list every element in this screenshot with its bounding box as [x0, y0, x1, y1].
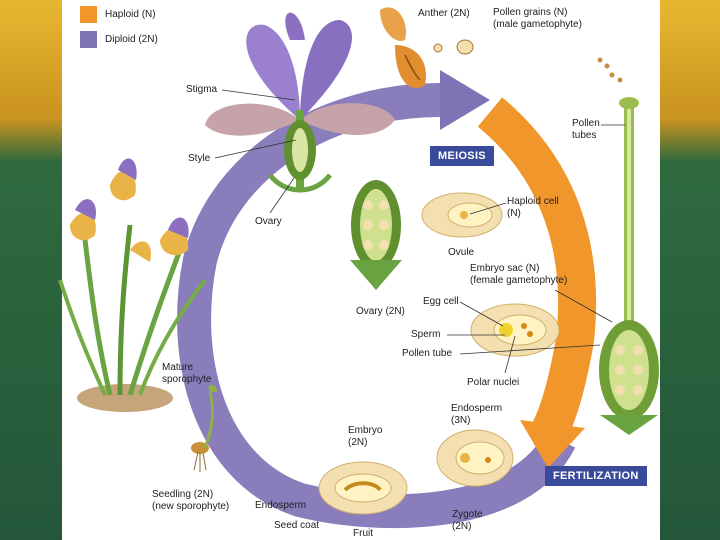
diploid-arrow-head	[440, 70, 490, 130]
label-pollen-tube: Pollen tube	[402, 348, 453, 359]
legend-haploid-label: Haploid (N)	[105, 9, 156, 20]
label-seedling-line2: (new sporophyte)	[152, 501, 230, 512]
label-ovary: Ovary	[255, 216, 282, 227]
label-pollen-tubes-line2: tubes	[572, 130, 597, 141]
label-ovary-2n: Ovary (2N)	[356, 306, 405, 317]
haploid-cycle-arrow	[477, 97, 597, 439]
label-sperm: Sperm	[411, 329, 441, 340]
diploid-swatch	[80, 31, 97, 48]
label-seedling-line1: Seedling (2N)	[152, 489, 214, 500]
label-polar-nuclei: Polar nuclei	[467, 377, 520, 388]
label-embryo-line2: (2N)	[348, 437, 368, 448]
label-seed-coat: Seed coat	[274, 520, 320, 531]
ovule-illustration	[421, 192, 503, 238]
label-haploid-cell-line1: Haploid cell	[507, 196, 559, 207]
fruit-seed-illustration	[318, 461, 408, 515]
label-mature-sporophyte-line1: Mature	[162, 362, 194, 373]
anther-illustration	[380, 7, 623, 89]
label-embryo-line1: Embryo	[348, 425, 383, 436]
label-pollen-tubes-line1: Pollen	[572, 118, 600, 129]
label-haploid-cell-line2: (N)	[507, 208, 521, 219]
ovary-cross-section	[350, 180, 402, 290]
label-pollen-grains: Pollen grains (N) (male gametophyte)	[493, 7, 582, 31]
fertilization-stage-box: FERTILIZATION	[545, 466, 647, 486]
label-zygote-line2: (2N)	[452, 521, 472, 532]
legend-diploid: Diploid (2N)	[80, 31, 158, 48]
label-endosperm-3n: Endosperm (3N)	[451, 403, 502, 427]
label-endosperm: Endosperm	[255, 500, 307, 511]
label-embryo: Embryo (2N)	[348, 425, 382, 449]
label-style: Style	[188, 153, 211, 164]
label-haploid-cell: Haploid cell (N)	[507, 196, 559, 220]
label-pollen-grains-line1: Pollen grains (N)	[493, 7, 568, 18]
seedling-illustration	[191, 384, 218, 472]
leader-lines	[214, 89, 625, 374]
label-zygote-line1: Zygote	[452, 509, 483, 520]
zygote-seed-illustration	[436, 429, 514, 487]
label-anther: Anther (2N)	[418, 8, 470, 19]
label-endosperm-3n-line2: (3N)	[451, 415, 471, 426]
label-ovule: Ovule	[448, 247, 475, 258]
label-embryo-sac-line2: (female gametophyte)	[470, 275, 568, 286]
label-seedling: Seedling (2N) (new sporophyte)	[152, 489, 229, 513]
label-stigma: Stigma	[186, 84, 218, 95]
label-embryo-sac-line1: Embryo sac (N)	[470, 263, 540, 274]
label-fruit: Fruit	[353, 528, 373, 539]
iris-flower	[205, 12, 395, 193]
mature-sporophyte-illustration	[58, 158, 207, 412]
label-zygote: Zygote (2N)	[452, 509, 483, 533]
haploid-arrow-head	[520, 420, 585, 468]
label-endosperm-3n-line1: Endosperm	[451, 403, 503, 414]
legend-diploid-label: Diploid (2N)	[105, 34, 158, 45]
label-egg-cell: Egg cell	[423, 296, 459, 307]
label-pollen-grains-line2: (male gametophyte)	[493, 19, 582, 30]
legend-haploid: Haploid (N)	[80, 6, 156, 23]
haploid-swatch	[80, 6, 97, 23]
label-mature-sporophyte-line2: sporophyte	[162, 374, 212, 385]
label-pollen-tubes: Pollen tubes	[572, 118, 600, 142]
embryo-sac-illustration	[470, 303, 560, 357]
pollen-tube-pistil	[599, 97, 659, 435]
label-mature-sporophyte: Mature sporophyte	[162, 362, 211, 386]
label-embryo-sac: Embryo sac (N) (female gametophyte)	[470, 263, 567, 287]
meiosis-stage-box: MEIOSIS	[430, 146, 494, 166]
